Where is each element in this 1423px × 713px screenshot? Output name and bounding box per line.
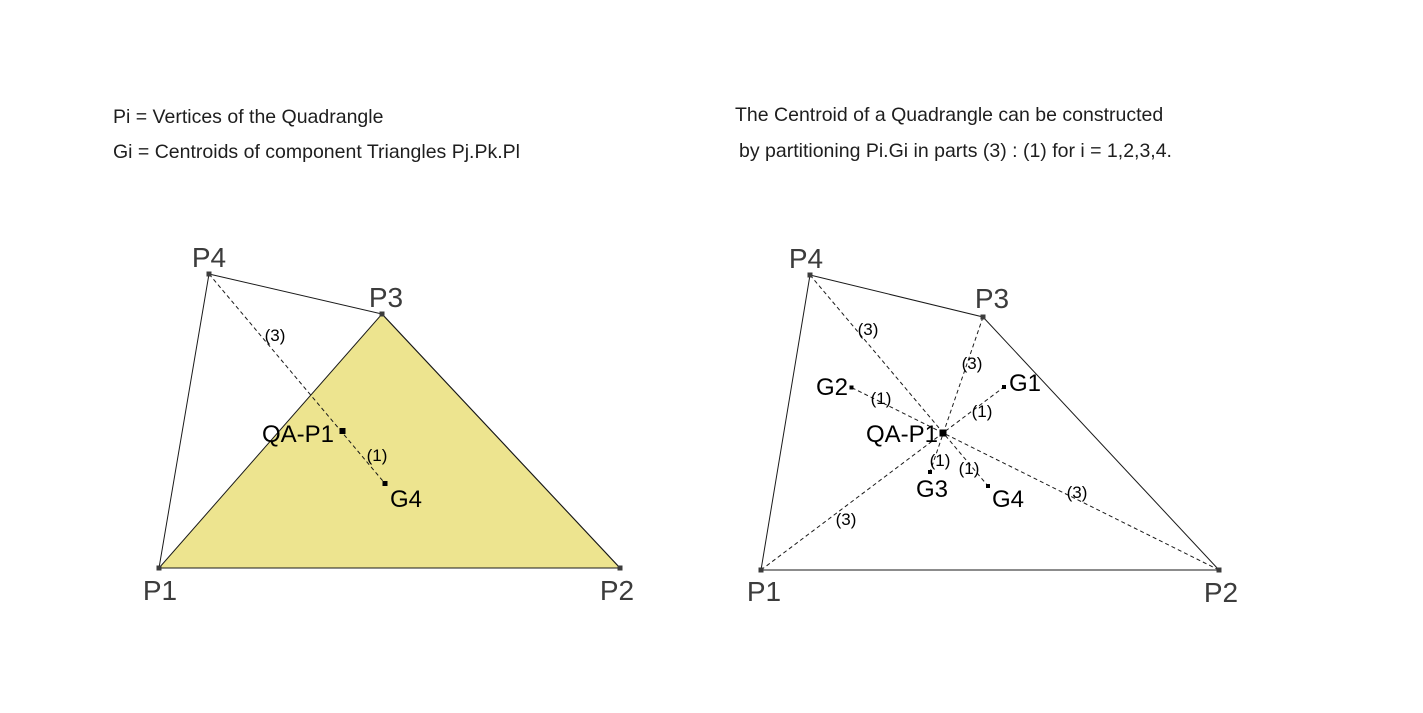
right-ratio-label-3-p1: (3): [836, 510, 857, 529]
left-partition-line-p4-g4: [208, 273, 386, 484]
right-vertex-marker-p1: [758, 567, 764, 573]
right-ratio-label-3-p3: (3): [962, 354, 983, 373]
right-vertex-label-p2: P2: [1204, 577, 1238, 608]
left-vertex-label-p4: P4: [192, 242, 226, 273]
right-point-label-qa-p1: QA-P1: [866, 421, 938, 448]
right-vertex-label-p3: P3: [975, 283, 1009, 314]
left-vertex-marker-p2: [617, 565, 623, 571]
right-point-label-g1: G1: [1009, 370, 1041, 397]
left-point-label-qa-p1: QA-P1: [262, 421, 334, 448]
right-vertex-label-p4: P4: [789, 243, 823, 274]
left-vertex-label-p2: P2: [600, 575, 634, 606]
left-vertex-label-p1: P1: [143, 575, 177, 606]
right-diagram: P4 P3 P1 P2 G2 G1 QA-P1 G3 G4 (3) (3) (3…: [747, 243, 1238, 608]
right-partition-line-p3-g3: [929, 316, 984, 473]
left-centroid-marker-qa-p1: [339, 428, 346, 434]
left-diagram: P4 P3 P1 P2 QA-P1 G4 (3) (1): [143, 242, 634, 606]
right-ratio-label-3-p2: (3): [1067, 483, 1088, 502]
left-vertex-marker-p4: [206, 271, 212, 277]
left-vertex-marker-p3: [379, 311, 385, 317]
right-vertex-label-p1: P1: [747, 576, 781, 607]
left-vertex-marker-p1: [156, 565, 162, 571]
left-centroid-marker-g4: [382, 481, 388, 486]
right-centroid-marker-qa-p1: [939, 429, 947, 437]
right-caption-line2: by partitioning Pi.Gi in parts (3) : (1)…: [739, 140, 1172, 162]
right-point-label-g3: G3: [916, 476, 948, 503]
right-ratio-label-1-g2: (1): [871, 389, 892, 408]
right-ratio-label-1-g1: (1): [972, 402, 993, 421]
right-caption: The Centroid of a Quadrangle can be cons…: [735, 104, 1172, 162]
right-ratio-label-1-g4: (1): [959, 459, 980, 478]
left-ratio-label-3: (3): [265, 326, 286, 345]
left-caption-line1: Pi = Vertices of the Quadrangle: [113, 106, 383, 128]
left-vertex-label-p3: P3: [369, 282, 403, 313]
left-point-label-g4: G4: [390, 486, 422, 513]
right-centroid-marker-g2: [849, 385, 854, 390]
right-caption-line1: The Centroid of a Quadrangle can be cons…: [735, 104, 1163, 126]
right-vertex-marker-p3: [980, 314, 986, 320]
right-centroid-marker-g4: [986, 484, 990, 488]
right-point-label-g2: G2: [816, 374, 848, 401]
left-ratio-label-1: (1): [367, 446, 388, 465]
right-centroid-marker-g1: [1002, 385, 1006, 389]
right-vertex-marker-p4: [807, 272, 813, 278]
left-caption: Pi = Vertices of the Quadrangle Gi = Cen…: [113, 106, 520, 163]
right-ratio-label-1-g3: (1): [930, 451, 951, 470]
left-caption-line2: Gi = Centroids of component Triangles Pj…: [113, 141, 520, 163]
right-partition-line-p1-g1: [760, 386, 1005, 571]
right-centroid-marker-g3: [928, 470, 932, 474]
right-ratio-label-3-p4: (3): [858, 320, 879, 339]
right-partition-line-p2-g2: [851, 387, 1220, 571]
right-point-label-g4: G4: [992, 486, 1024, 513]
right-vertex-marker-p2: [1216, 567, 1222, 573]
